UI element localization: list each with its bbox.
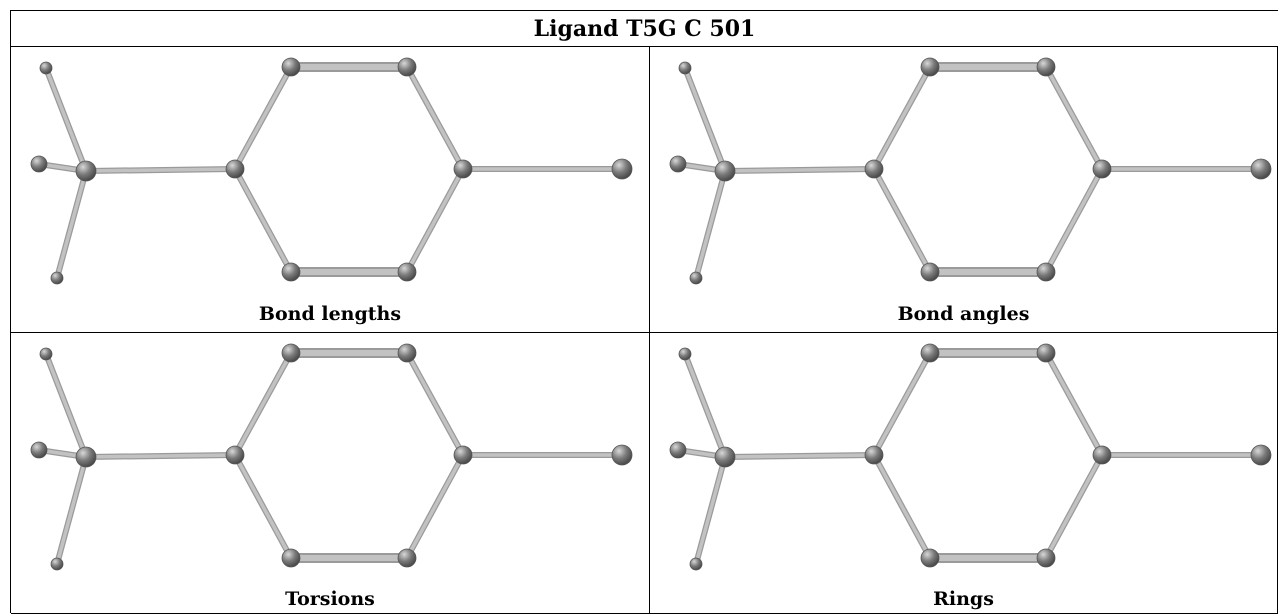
atom	[1250, 444, 1272, 466]
bond-core	[405, 351, 465, 457]
atom	[611, 444, 633, 466]
molecule-structure	[669, 57, 1272, 285]
bond-core	[694, 455, 727, 566]
panel-caption: Bond angles	[897, 303, 1030, 325]
molecule-structure	[30, 343, 633, 571]
bond-core	[405, 65, 465, 171]
atom	[920, 262, 940, 282]
atom	[1036, 262, 1056, 282]
bond-core	[233, 351, 293, 457]
molecule-image	[30, 57, 633, 285]
atom	[397, 262, 417, 282]
atom	[453, 159, 473, 179]
atom	[1092, 445, 1112, 465]
atom	[281, 548, 301, 568]
atom	[397, 57, 417, 77]
panel-torsions: Torsions	[11, 333, 650, 614]
bond-core	[723, 167, 876, 173]
atom	[669, 441, 687, 459]
molecule-image	[30, 343, 633, 571]
atom	[1036, 548, 1056, 568]
bond-core	[233, 167, 293, 274]
bond-core	[872, 167, 932, 274]
panel-caption: Bond lengths	[258, 303, 402, 325]
bond-core	[55, 169, 88, 280]
bond-core	[44, 66, 88, 173]
molecule-structure	[30, 57, 633, 285]
bond-core	[84, 453, 237, 459]
bond-core	[233, 65, 293, 171]
atom	[920, 548, 940, 568]
atom	[225, 159, 245, 179]
atom	[39, 61, 53, 75]
panel-bond-lengths: Bond lengths	[11, 47, 650, 333]
bond-core	[1044, 351, 1104, 457]
bond-core	[723, 453, 876, 459]
atom	[30, 155, 48, 173]
figure-title: Ligand T5G C 501	[11, 11, 1278, 47]
atom	[397, 343, 417, 363]
atom	[453, 445, 473, 465]
atom	[689, 271, 703, 285]
bond-core	[233, 453, 293, 560]
atom	[678, 347, 692, 361]
atom	[920, 343, 940, 363]
atom	[1250, 158, 1272, 180]
atom	[714, 446, 736, 468]
bond-core	[683, 66, 727, 173]
bond-core	[872, 351, 932, 457]
bond-core	[683, 352, 727, 459]
atom	[678, 61, 692, 75]
atom	[397, 548, 417, 568]
molecule-image	[669, 343, 1272, 571]
bond-core	[1044, 453, 1104, 560]
atom	[39, 347, 53, 361]
atom	[669, 155, 687, 173]
bond-core	[694, 169, 727, 280]
atom	[864, 445, 884, 465]
molecule-structure	[669, 343, 1272, 571]
bond-core	[405, 453, 465, 560]
bond-core	[55, 455, 88, 566]
atom	[281, 57, 301, 77]
atom	[864, 159, 884, 179]
bond-core	[1044, 167, 1104, 274]
atom	[714, 160, 736, 182]
bond-core	[872, 453, 932, 560]
atom	[611, 158, 633, 180]
atom	[1036, 343, 1056, 363]
molecule-image	[669, 57, 1272, 285]
bond-core	[84, 167, 237, 173]
panel-caption: Rings	[933, 588, 994, 610]
atom	[920, 57, 940, 77]
atom	[50, 271, 64, 285]
atom	[689, 557, 703, 571]
bond-core	[1044, 65, 1104, 171]
atom	[50, 557, 64, 571]
atom	[281, 262, 301, 282]
atom	[1092, 159, 1112, 179]
atom	[225, 445, 245, 465]
bond-core	[405, 167, 465, 274]
bond-core	[872, 65, 932, 171]
bond-core	[44, 352, 88, 459]
panel-rings: Rings	[650, 333, 1278, 614]
atom	[281, 343, 301, 363]
atom	[1036, 57, 1056, 77]
atom	[75, 160, 97, 182]
atom	[75, 446, 97, 468]
panel-caption: Torsions	[285, 588, 375, 610]
figure-frame: Ligand T5G C 501 Bond lengths Bond angle…	[10, 10, 1278, 614]
atom	[30, 441, 48, 459]
panel-bond-angles: Bond angles	[650, 47, 1278, 333]
